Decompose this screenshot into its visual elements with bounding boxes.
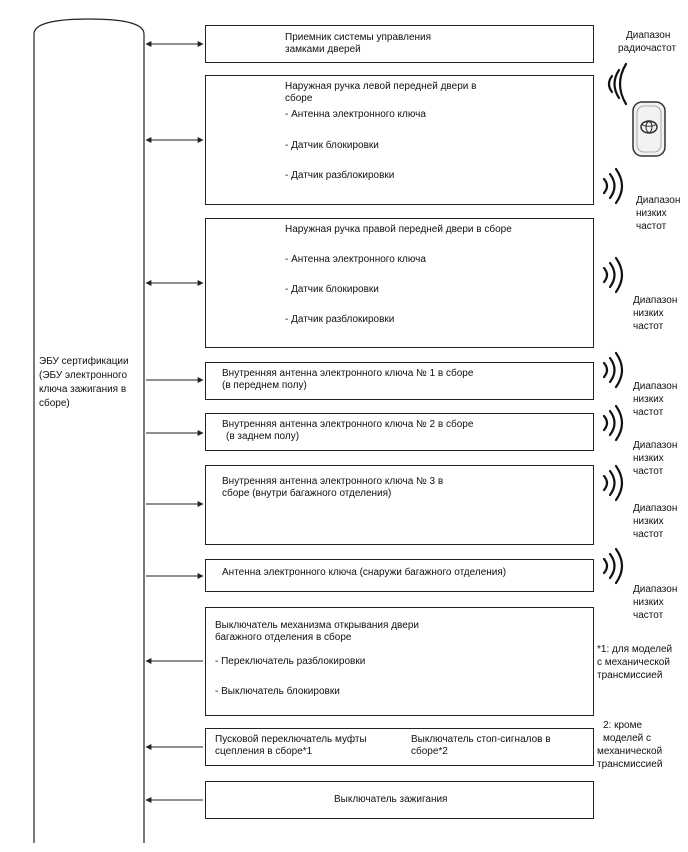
box-text-line: (в заднем полу) bbox=[226, 431, 300, 442]
antenna-2-box bbox=[205, 413, 594, 451]
box-text-line: сцепления в сборе*1 bbox=[215, 746, 313, 757]
right-handle-unlock-sensor-item: - Датчик разблокировки bbox=[285, 314, 395, 325]
antenna-2-label: Внутренняя антенна электронного ключа № … bbox=[222, 419, 473, 443]
antenna-1-box bbox=[205, 362, 594, 400]
footnote-line: моделей с bbox=[603, 733, 652, 744]
box-text-line: Выключатель стоп-сигналов в bbox=[411, 734, 551, 745]
signal-label-line: частот bbox=[633, 529, 664, 540]
lf-range-label-antenna-3: Диапазон низких частот bbox=[633, 502, 677, 541]
signal-label-line: частот bbox=[633, 407, 664, 418]
box-text-line: Внутренняя антенна электронного ключа № … bbox=[222, 476, 444, 487]
footnote-line: трансмиссией bbox=[597, 759, 663, 770]
signal-label-line: низких bbox=[633, 453, 664, 464]
radio-wave-icon bbox=[607, 62, 628, 106]
lf-range-label-right-handle: Диапазон низких частот bbox=[633, 294, 677, 333]
signal-label-line: частот bbox=[636, 221, 667, 232]
right-front-handle-title: Наружная ручка правой передней двери в с… bbox=[285, 224, 512, 235]
box-text-line: сборе (внутри багажного отделения) bbox=[222, 488, 392, 499]
signal-label-line: частот bbox=[633, 610, 664, 621]
signal-label-line: Диапазон bbox=[633, 381, 678, 392]
footnote-2: 2: кроме моделей с механической трансмис… bbox=[597, 719, 662, 771]
signal-label-line: Диапазон bbox=[633, 440, 678, 451]
radio-wave-icon bbox=[602, 167, 624, 205]
ecu-label-line: (ЭБУ электронного bbox=[39, 370, 128, 381]
lf-range-label-left-handle: Диапазон низких частот bbox=[636, 194, 680, 233]
signal-label-line: радиочастот bbox=[618, 43, 677, 54]
radio-wave-icon bbox=[602, 351, 624, 389]
signal-label-line: Диапазон bbox=[633, 503, 678, 514]
footnote-line: *1: для моделей bbox=[597, 644, 673, 655]
box-text-line: Внутренняя антенна электронного ключа № … bbox=[222, 368, 474, 379]
box-text-line: Наружная ручка левой передней двери в bbox=[285, 81, 477, 92]
signal-label-line: Диапазон bbox=[633, 295, 678, 306]
antenna-3-box bbox=[205, 465, 594, 545]
box-text-line: сборе*2 bbox=[411, 746, 448, 757]
signal-label-line: частот bbox=[633, 466, 664, 477]
ecu-label: ЭБУ сертификации (ЭБУ электронного ключа… bbox=[39, 355, 129, 411]
stop-switch-label: Выключатель стоп-сигналов в сборе*2 bbox=[411, 734, 551, 758]
signal-label-line: низких bbox=[636, 208, 667, 219]
box-text-line: Пусковой переключатель муфты bbox=[215, 734, 367, 745]
signal-label-line: низких bbox=[633, 597, 664, 608]
box-text-line: Внутренняя антенна электронного ключа № … bbox=[222, 419, 474, 430]
antenna-outside-label: Антенна электронного ключа (снаружи бага… bbox=[222, 567, 507, 578]
left-handle-unlock-sensor-item: - Датчик разблокировки bbox=[285, 170, 395, 181]
trunk-switch-title: Выключатель механизма открывания двери б… bbox=[215, 620, 419, 644]
footnote-line: механической bbox=[597, 746, 663, 757]
trunk-unlock-switch-item: - Переключатель разблокировки bbox=[215, 656, 366, 667]
lf-waves-group bbox=[602, 167, 624, 585]
radio-wave-icon bbox=[602, 404, 624, 442]
signal-label-line: Диапазон bbox=[626, 30, 671, 41]
signal-label-line: низких bbox=[633, 308, 664, 319]
left-front-handle-title: Наружная ручка левой передней двери в сб… bbox=[285, 81, 476, 105]
ecu-outline bbox=[33, 18, 145, 843]
footnote-line: трансмиссией bbox=[597, 670, 663, 681]
ecu-block bbox=[33, 18, 145, 844]
footnote-line: 2: кроме bbox=[603, 720, 643, 731]
radio-wave-icon bbox=[602, 547, 624, 585]
box-text-line: (в переднем полу) bbox=[222, 380, 307, 391]
ecu-label-line: ЭБУ сертификации bbox=[39, 356, 129, 367]
box-text-line: багажного отделения в сборе bbox=[215, 632, 352, 643]
ignition-switch-label: Выключатель зажигания bbox=[334, 794, 448, 805]
lf-range-label-antenna-1: Диапазон низких частот bbox=[633, 380, 677, 419]
rf-range-label: Диапазон радиочастот bbox=[618, 29, 676, 55]
right-handle-lock-sensor-item: - Датчик блокировки bbox=[285, 284, 379, 295]
left-front-handle-box bbox=[205, 75, 594, 205]
box-text-line: замками дверей bbox=[285, 44, 361, 55]
signal-label-line: Диапазон bbox=[636, 195, 681, 206]
ignition-switch-box bbox=[205, 781, 594, 819]
box-text-line: сборе bbox=[285, 93, 313, 104]
ecu-label-line: ключа зажигания в bbox=[39, 384, 127, 395]
right-front-handle-box bbox=[205, 218, 594, 348]
lf-range-label-antenna-2: Диапазон низких частот bbox=[633, 439, 677, 478]
right-handle-antenna-item: - Антенна электронного ключа bbox=[285, 254, 426, 265]
antenna-1-label: Внутренняя антенна электронного ключа № … bbox=[222, 368, 473, 392]
smart-key-icon bbox=[632, 101, 666, 157]
clutch-stop-switch-box bbox=[205, 728, 594, 766]
antenna-3-label: Внутренняя антенна электронного ключа № … bbox=[222, 476, 443, 500]
signal-label-line: Диапазон bbox=[633, 584, 678, 595]
left-handle-lock-sensor-item: - Датчик блокировки bbox=[285, 140, 379, 151]
footnote-line: с механической bbox=[597, 657, 670, 668]
trunk-switch-box bbox=[205, 607, 594, 716]
antenna-outside-box bbox=[205, 559, 594, 592]
signal-label-line: низких bbox=[633, 516, 664, 527]
footnote-1: *1: для моделей с механической трансмисс… bbox=[597, 643, 672, 682]
radio-wave-icon bbox=[602, 256, 624, 294]
signal-label-line: частот bbox=[633, 321, 664, 332]
door-lock-receiver-box bbox=[205, 25, 594, 63]
signal-label-line: низких bbox=[633, 394, 664, 405]
trunk-lock-switch-item: - Выключатель блокировки bbox=[215, 686, 340, 697]
door-lock-receiver-label: Приемник системы управления замками двер… bbox=[285, 32, 431, 56]
box-text-line: Приемник системы управления bbox=[285, 32, 432, 43]
ecu-label-line: сборе) bbox=[39, 398, 70, 409]
left-handle-antenna-item: - Антенна электронного ключа bbox=[285, 109, 426, 120]
lf-range-label-antenna-outside: Диапазон низких частот bbox=[633, 583, 677, 622]
box-text-line: Выключатель механизма открывания двери bbox=[215, 620, 419, 631]
radio-wave-icon bbox=[602, 464, 624, 502]
clutch-switch-label: Пусковой переключатель муфты сцепления в… bbox=[215, 734, 367, 758]
